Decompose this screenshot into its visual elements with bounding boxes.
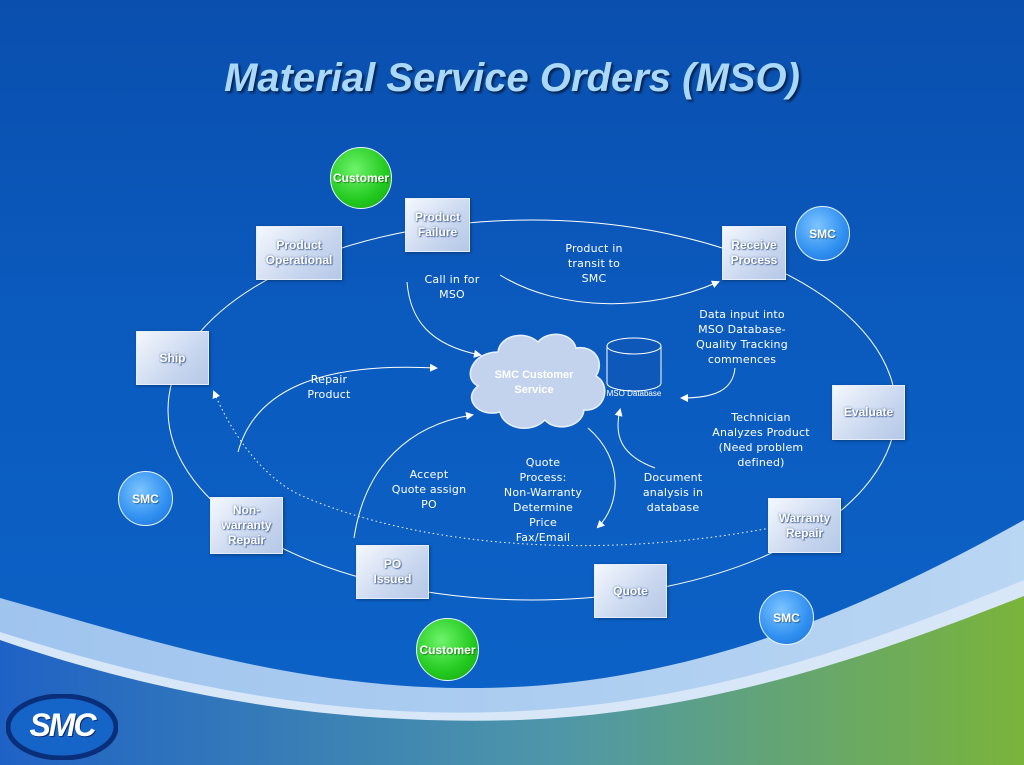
customer-circle-bottom: Customer [416, 618, 479, 681]
mso-database-icon [606, 337, 662, 392]
call-in-label: Call in for MSO [424, 273, 480, 301]
document-analysis-label: Document analysis in database [642, 471, 704, 514]
cloud-label: SMC Customer Service [494, 369, 574, 396]
accept-quote-arrow [353, 412, 474, 539]
warranty-repair-box: Warranty Repair [768, 498, 841, 553]
customer-service-cloud [469, 333, 606, 429]
database-label: MSO Database [606, 389, 662, 398]
smc-circle-bottom-right: SMC [759, 590, 814, 645]
repair-product-label: Repair Product [307, 373, 351, 401]
smc-circle-left: SMC [118, 471, 173, 526]
quote-process-label: Quote Process: Non-Warranty Determine Pr… [503, 456, 583, 544]
call-in-arrow [406, 281, 482, 358]
quote-box: Quote [594, 564, 667, 618]
warranty-return-dotted [212, 390, 771, 547]
customer-circle-top: Customer [330, 147, 392, 209]
smc-circle-top-right: SMC [795, 206, 850, 261]
data-input-label: Data input into MSO Database- Quality Tr… [696, 308, 788, 366]
repair-product-arrow [237, 363, 438, 453]
product-operational-box: Product Operational [256, 226, 342, 280]
product-in-transit-label: Product in transit to SMC [565, 242, 623, 285]
accept-quote-label: Accept Quote assign PO [391, 468, 467, 511]
non-warranty-repair-box: Non- warranty Repair [210, 497, 283, 554]
product-failure-box: Product Failure [405, 198, 470, 252]
smc-logo-text: SMC [29, 707, 96, 743]
page-title: Material Service Orders (MSO) [224, 56, 800, 100]
evaluate-box: Evaluate [832, 385, 905, 440]
document-analysis-arrow [614, 408, 656, 469]
quote-process-arrow [587, 427, 616, 529]
transit-arrow [499, 274, 720, 305]
smc-logo [6, 694, 118, 760]
receive-process-box: Receive Process [722, 226, 786, 280]
data-input-arrow [680, 367, 736, 402]
technician-label: Technician Analyzes Product (Need proble… [712, 411, 810, 469]
po-issued-box: PO Issued [356, 545, 429, 599]
ship-box: Ship [136, 331, 209, 385]
